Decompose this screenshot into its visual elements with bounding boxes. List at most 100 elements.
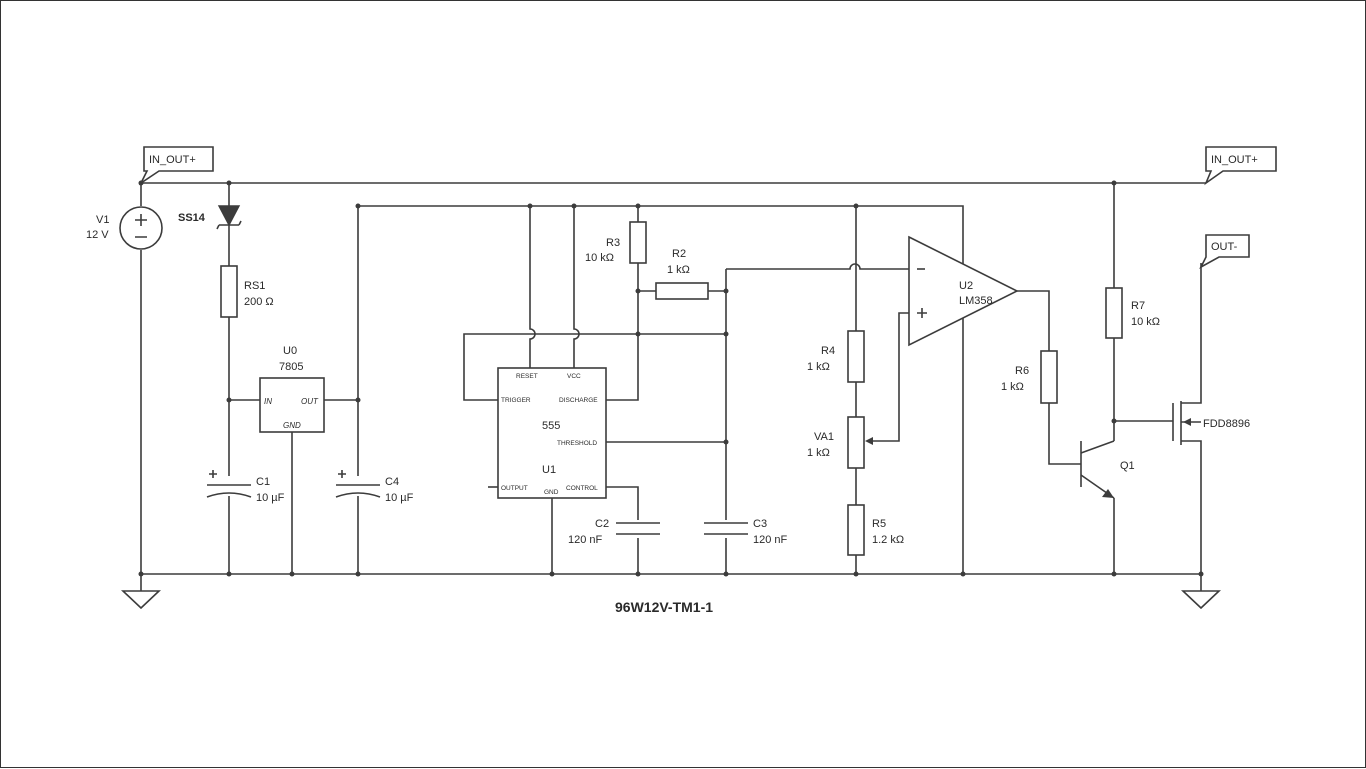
c4-capacitor[interactable]: C4 10 µF (335, 470, 414, 504)
junction-dot (527, 203, 533, 209)
v1-name: V1 (96, 214, 109, 226)
port-label: OUT- (1211, 241, 1238, 253)
r6-value: 1 kΩ (1001, 381, 1024, 393)
junction-dot (723, 439, 729, 445)
c2-name: C2 (595, 518, 609, 530)
ground-symbol-left (120, 590, 162, 610)
c1-capacitor[interactable]: C1 10 µF (206, 470, 285, 504)
five-volt-rail-wire (358, 205, 964, 574)
rs1-name: RS1 (244, 280, 265, 292)
r3-name: R3 (606, 237, 620, 249)
va1-name: VA1 (814, 431, 834, 443)
r5-resistor[interactable]: R5 1.2 kΩ (847, 504, 904, 556)
mosfet-source-wire (1185, 440, 1202, 591)
r3-resistor[interactable]: R3 10 kΩ (585, 221, 647, 264)
wiper-wire (867, 312, 911, 442)
junction-dot (355, 397, 361, 403)
ground-symbol-right (1180, 590, 1222, 610)
u0-regulator[interactable]: IN OUT GND U0 7805 (259, 345, 325, 433)
r2-resistor[interactable]: R2 1 kΩ (655, 248, 709, 300)
u1-pin-discharge: DISCHARGE (559, 397, 598, 404)
r7-resistor[interactable]: R7 10 kΩ (1105, 287, 1160, 339)
r3-value: 10 kΩ (585, 252, 614, 264)
u1-timer-555[interactable]: RESET VCC TRIGGER DISCHARGE 555 THRESHOL… (497, 367, 607, 499)
c4-name: C4 (385, 476, 399, 488)
r5-value: 1.2 kΩ (872, 534, 904, 546)
u2-name: U2 (959, 280, 973, 292)
junction-dot (960, 571, 966, 577)
c4-value: 10 µF (385, 492, 414, 504)
port-in-out-right[interactable]: IN_OUT+ (1204, 146, 1277, 186)
c1-name: C1 (256, 476, 270, 488)
junction-dot (355, 571, 361, 577)
u0-pin-gnd: GND (283, 421, 301, 430)
junction-dot (226, 180, 232, 186)
q1-name: Q1 (1120, 460, 1135, 472)
c3-capacitor[interactable]: C3 120 nF (704, 518, 788, 546)
junction-dot (355, 203, 361, 209)
c2-value: 120 nF (568, 534, 603, 546)
junction-dot (635, 571, 641, 577)
u1-pin-output: OUTPUT (501, 485, 528, 492)
u2-opamp[interactable]: U2 LM358 (908, 235, 1019, 347)
c3-name: C3 (753, 518, 767, 530)
junction-dot (1111, 180, 1117, 186)
u2-value: LM358 (959, 295, 993, 307)
schematic-title: 96W12V-TM1-1 (615, 599, 713, 615)
ss14-diode[interactable]: SS14 (178, 205, 242, 230)
junction-dot (549, 571, 555, 577)
u1-pin-vcc: VCC (567, 373, 581, 380)
port-out-minus[interactable]: OUT- (1199, 234, 1250, 269)
junction-dot (226, 571, 232, 577)
trigger-loop-wire (463, 333, 726, 401)
junction-dot (289, 571, 295, 577)
u0-pin-out: OUT (301, 397, 319, 406)
u0-pin-in: IN (264, 397, 272, 406)
r4-value: 1 kΩ (807, 361, 830, 373)
junction-dot (1111, 571, 1117, 577)
u1-pin-trigger: TRIGGER (501, 397, 531, 404)
r2-value: 1 kΩ (667, 264, 690, 276)
mosfet-drain-wire (1185, 263, 1202, 404)
va1-value: 1 kΩ (807, 447, 830, 459)
r7-value: 10 kΩ (1131, 316, 1160, 328)
r3-wire (606, 206, 639, 401)
u1-pin-control: CONTROL (566, 485, 598, 492)
junction-dot (635, 203, 641, 209)
r4-name: R4 (821, 345, 835, 357)
q1-transistor[interactable]: Q1 (1080, 440, 1135, 499)
fdd8896-mosfet[interactable]: FDD8896 (1172, 401, 1250, 445)
port-in-out-left[interactable]: IN_OUT+ (138, 146, 214, 186)
va1-potentiometer[interactable]: VA1 1 kΩ (807, 416, 873, 469)
rs1-resistor[interactable]: RS1 200 Ω (220, 265, 274, 318)
u1-name: U1 (542, 464, 556, 476)
c2-capacitor[interactable]: C2 120 nF (568, 518, 660, 546)
r6-resistor[interactable]: R6 1 kΩ (1001, 350, 1058, 404)
u1-reset-wire (529, 206, 536, 369)
r4-resistor[interactable]: R4 1 kΩ (807, 330, 865, 383)
r6-wire (1017, 290, 1081, 465)
v1-value: 12 V (86, 229, 109, 241)
junction-dot (723, 331, 729, 337)
junction-dot (853, 203, 859, 209)
wires (140, 182, 1206, 591)
u0-name: U0 (283, 345, 297, 357)
v1-voltage-source[interactable]: V1 12 V (86, 206, 163, 250)
u1-vcc-wire (573, 206, 580, 369)
q2-name: FDD8896 (1203, 418, 1250, 430)
port-label: IN_OUT+ (149, 154, 196, 166)
ss14-name: SS14 (178, 212, 206, 224)
junction-dot (723, 571, 729, 577)
u1-value: 555 (542, 420, 560, 432)
junction-dot (1198, 571, 1204, 577)
junction-dot (1111, 418, 1117, 424)
junction-dot (138, 571, 144, 577)
junction-dot (226, 397, 232, 403)
c2-wire (606, 486, 639, 574)
c3-value: 120 nF (753, 534, 788, 546)
u1-pin-gnd: GND (544, 489, 559, 496)
u0-value: 7805 (279, 361, 303, 373)
rs1-value: 200 Ω (244, 296, 274, 308)
